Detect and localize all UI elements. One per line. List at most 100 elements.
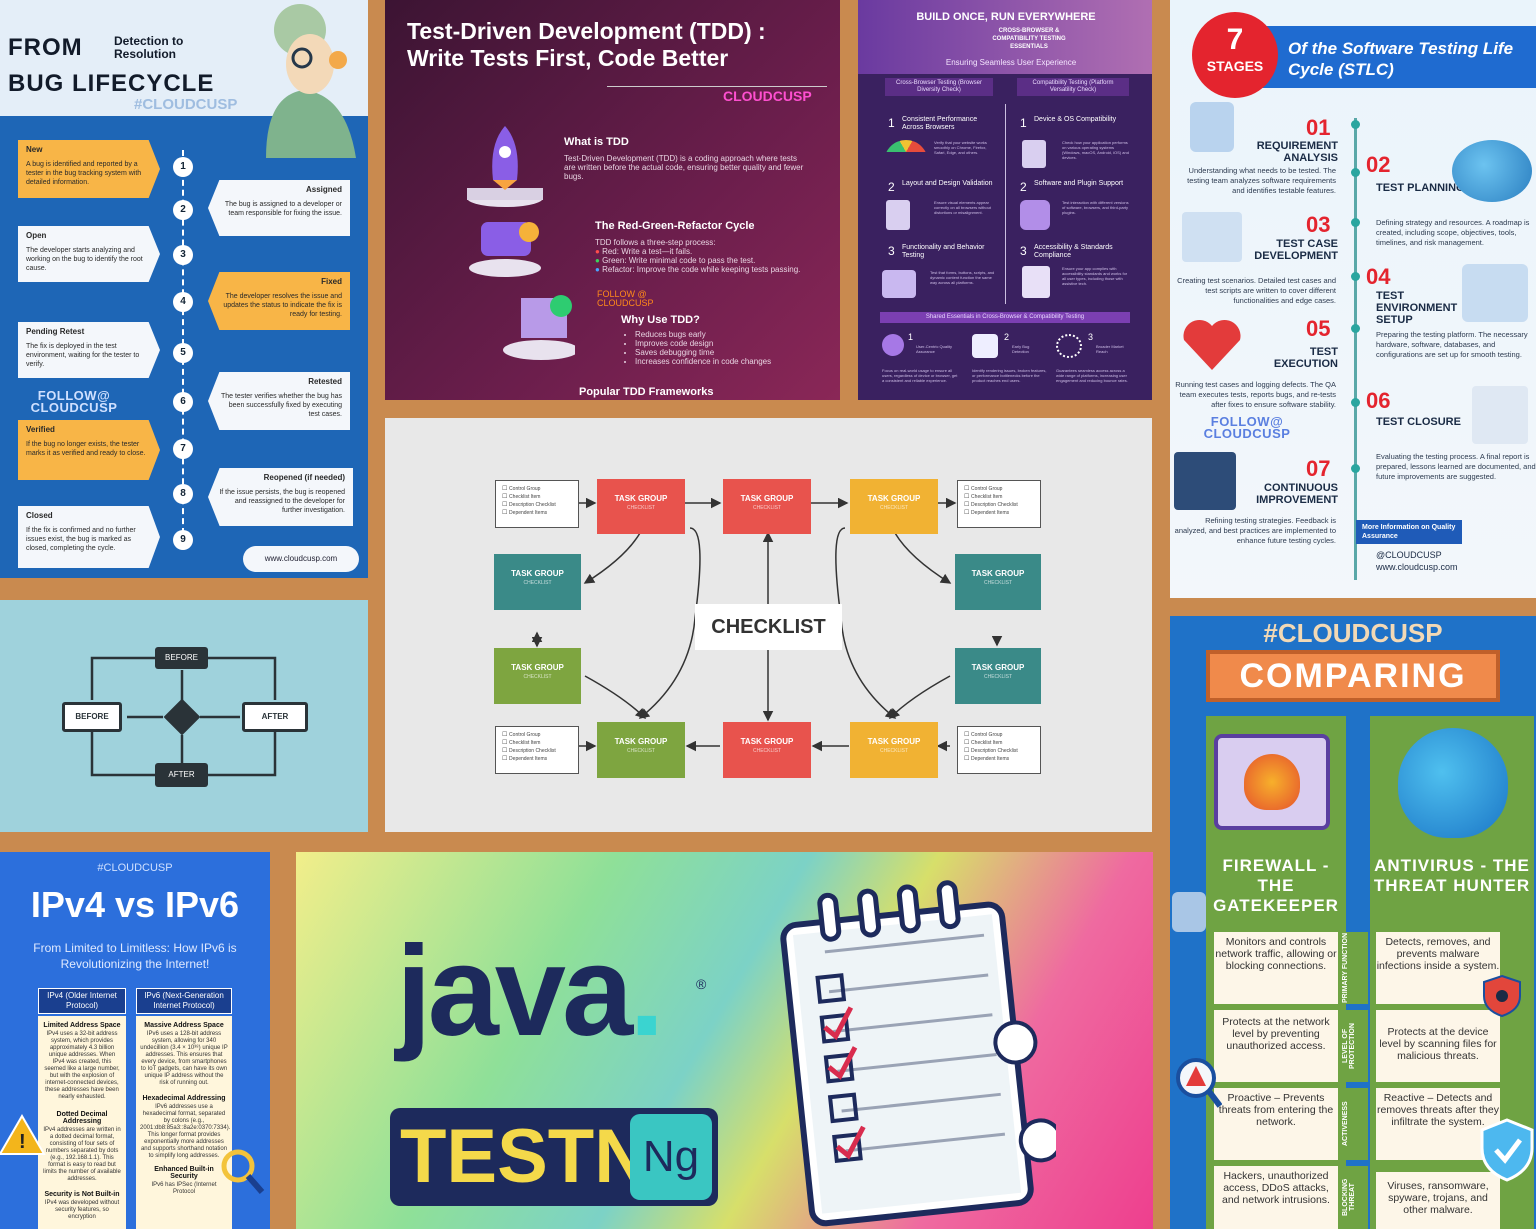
red-dot-icon: ● bbox=[595, 247, 600, 256]
more-info-button[interactable]: More Information on Quality Assurance bbox=[1356, 520, 1462, 544]
firewall-cell: Proactive – Prevents threats from enteri… bbox=[1214, 1088, 1338, 1160]
shield-lock-icon bbox=[1398, 728, 1508, 838]
stage-name: TEST EXECUTION bbox=[1273, 346, 1338, 370]
virus-shield-icon bbox=[1483, 974, 1521, 1018]
step-number: 3 bbox=[173, 245, 193, 265]
cp-title: COMPARING bbox=[1206, 650, 1500, 702]
svg-text:!: ! bbox=[19, 1131, 26, 1153]
what-title: What is TDD bbox=[564, 136, 629, 148]
item-title: Layout and Design Validation bbox=[902, 180, 993, 187]
closure-icon bbox=[1472, 386, 1528, 444]
follow-brand: FOLLOW@CLOUDCUSP bbox=[30, 388, 118, 415]
avatar-icon bbox=[329, 51, 347, 69]
ip-subtitle: From Limited to Limitless: How IPv6 is R… bbox=[33, 941, 237, 971]
camera-icon bbox=[1172, 892, 1206, 932]
step-number: 2 bbox=[173, 200, 193, 220]
bug-title-main: BUG LIFECYCLE bbox=[8, 70, 215, 97]
website-link[interactable]: www.cloudcusp.com bbox=[243, 546, 359, 572]
row-label: ACTIVENESS bbox=[1342, 1088, 1368, 1160]
refactor-icon: ● bbox=[595, 265, 600, 274]
node-after-bottom: AFTER bbox=[155, 763, 208, 787]
item-title: Consistent Performance Across Browsers bbox=[902, 116, 978, 131]
stage-number: 07 bbox=[1306, 456, 1331, 481]
stlc-title: Of the Software Testing Life Cycle (STLC… bbox=[1288, 39, 1514, 79]
item-number: 1 bbox=[908, 332, 914, 342]
timeline-dot bbox=[1351, 324, 1360, 333]
item-text: Test that forms, buttons, scripts, and d… bbox=[930, 270, 995, 285]
row-label: LEVEL OF PROTECTION bbox=[1342, 1010, 1368, 1082]
stlc-follow: FOLLOW@CLOUDCUSP bbox=[1203, 414, 1291, 441]
frameworks-title: Popular TDD Frameworks bbox=[579, 386, 714, 398]
checklist-box: Control GroupChecklist ItemDescription C… bbox=[957, 726, 1041, 774]
ipv6-header: IPv6 (Next-Generation Internet Protocol) bbox=[136, 988, 232, 1014]
cb-sub: CROSS-BROWSER & COMPATIBILITY TESTING ES… bbox=[992, 28, 1066, 50]
stage-number: 02 bbox=[1366, 152, 1391, 177]
stage-number: 04 bbox=[1366, 264, 1391, 289]
timeline-dot bbox=[1351, 272, 1360, 281]
why-title: Why Use TDD? bbox=[621, 314, 700, 326]
step-number: 1 bbox=[173, 157, 193, 177]
checklist-center-label: CHECKLIST bbox=[695, 604, 842, 650]
step-number: 4 bbox=[173, 292, 193, 312]
planning-icon bbox=[1452, 140, 1532, 202]
item-number: 2 bbox=[1004, 332, 1010, 342]
flow-arrows bbox=[90, 656, 277, 777]
stage-name: TEST CASE DEVELOPMENT bbox=[1254, 238, 1338, 262]
stage-name: TEST CLOSURE bbox=[1376, 416, 1461, 428]
item-text: Guarantees seamless access across a wide… bbox=[1056, 368, 1128, 383]
stlc-badge: 7 STAGES bbox=[1192, 12, 1278, 98]
checklist-box: Control GroupChecklist ItemDescription C… bbox=[495, 480, 579, 528]
firewall-vs-antivirus-infographic: #CLOUDCUSP COMPARING FIREWALL - THE GATE… bbox=[1170, 616, 1536, 1229]
stage-name: TEST PLANNING bbox=[1376, 182, 1465, 194]
java-testng-banner: java. ® TESTN Ng bbox=[296, 852, 1153, 1229]
timeline-dot bbox=[1351, 168, 1360, 177]
step-card: Reopened (if needed)If the issue persist… bbox=[208, 468, 353, 526]
step-number: 7 bbox=[173, 439, 193, 459]
cb-header bbox=[858, 0, 1152, 74]
timeline-dot bbox=[1351, 464, 1360, 473]
stage-name: TEST ENVIRONMENT SETUP bbox=[1376, 290, 1458, 326]
ipv4-header: IPv4 (Older Internet Protocol) bbox=[38, 988, 126, 1014]
stlc-timeline bbox=[1354, 118, 1357, 580]
accessibility-icon bbox=[1022, 266, 1050, 298]
testng-text: TESTN bbox=[400, 1114, 650, 1199]
firewall-cell: Monitors and controls network traffic, a… bbox=[1214, 932, 1338, 1004]
stage-text: Understanding what needs to be tested. T… bbox=[1187, 166, 1336, 195]
item-text: Verify that your website works smoothly … bbox=[934, 140, 987, 155]
stage-name: REQUIREMENT ANALYSIS bbox=[1256, 140, 1338, 164]
green-dot-icon: ● bbox=[595, 256, 600, 265]
check-shield-icon bbox=[1480, 1118, 1534, 1182]
item-title: Accessibility & Standards Compliance bbox=[1034, 244, 1113, 259]
item-title: Functionality and Behavior Testing bbox=[902, 244, 985, 259]
test-case-icon bbox=[1182, 212, 1242, 262]
cb-tagline: Ensuring Seamless User Experience bbox=[945, 58, 1077, 67]
stage-name: CONTINUOUS IMPROVEMENT bbox=[1256, 482, 1338, 506]
stage-number: 06 bbox=[1366, 388, 1391, 413]
magnifier-icon bbox=[221, 1149, 265, 1194]
stage-text: Refining testing strategies. Feedback is… bbox=[1174, 516, 1336, 545]
step-number: 8 bbox=[173, 484, 193, 504]
heart-hands-icon bbox=[1183, 319, 1241, 370]
stage-text: Evaluating the testing process. A final … bbox=[1376, 452, 1536, 481]
stage-text: Preparing the testing platform. The nece… bbox=[1376, 330, 1528, 359]
step-number: 6 bbox=[173, 392, 193, 412]
analysis-icon bbox=[1190, 102, 1234, 152]
ip-title: IPv4 vs IPv6 bbox=[30, 884, 240, 925]
divider bbox=[607, 86, 827, 87]
stlc-site[interactable]: www.cloudcusp.com bbox=[1376, 562, 1458, 572]
row-label: PRIMARY FUNCTION bbox=[1342, 932, 1368, 1004]
timeline-dot bbox=[1351, 398, 1360, 407]
